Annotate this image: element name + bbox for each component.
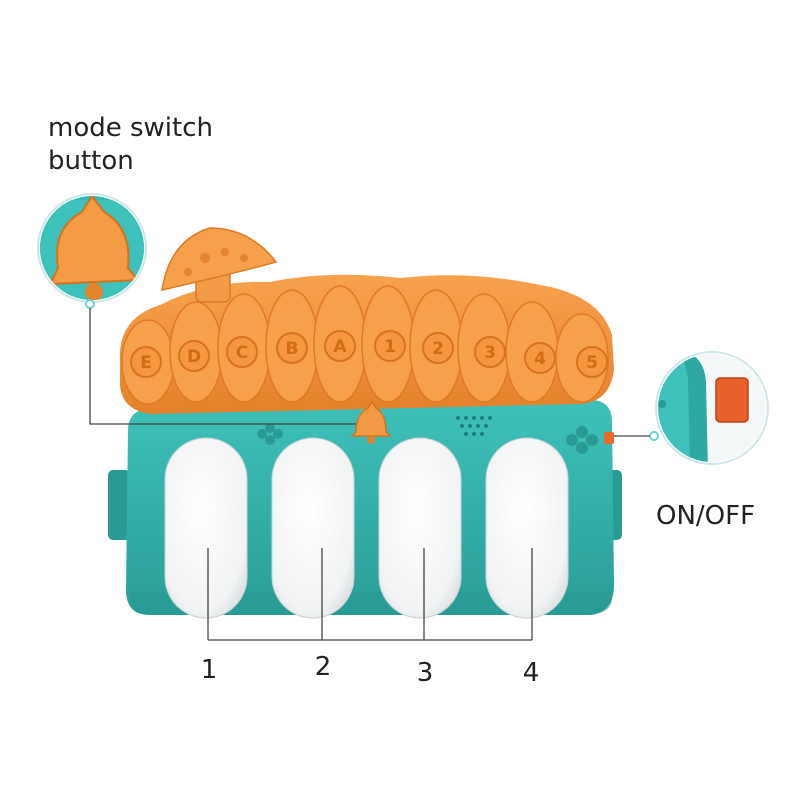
roof-letter: 3 [484, 343, 496, 363]
piano-key-1[interactable] [164, 437, 248, 619]
speaker-grill [456, 416, 492, 436]
on-off-callout [649, 351, 769, 465]
roof-letter: A [333, 337, 347, 357]
on-off-label: ON/OFF [656, 501, 756, 531]
roof-letter-button[interactable] [178, 340, 210, 372]
key-number-3: 3 [416, 658, 434, 688]
roof-letter-button[interactable] [374, 330, 406, 362]
roof-letter-buttons [130, 330, 608, 378]
power-switch-icon [715, 377, 749, 423]
key-number-2: 2 [314, 652, 332, 682]
roof-letter-button[interactable] [276, 332, 308, 364]
key-number-1: 1 [200, 655, 218, 685]
roof-letter: B [286, 339, 299, 359]
piano-key-4[interactable] [485, 437, 569, 619]
roof-letter: C [236, 343, 248, 363]
mode-switch-leader-line [89, 308, 356, 425]
roof-letter-button[interactable] [524, 342, 556, 374]
roof-letter-button[interactable] [324, 330, 356, 362]
roof-letter: 4 [534, 349, 546, 369]
on-off-switch[interactable] [604, 432, 614, 444]
roof-letter: 5 [586, 353, 598, 373]
roof-letter-button[interactable] [226, 336, 258, 368]
roof-letter-button[interactable] [130, 346, 162, 378]
flower-icon [257, 423, 283, 445]
roof-letter-button[interactable] [474, 336, 506, 368]
roof-letter-button[interactable] [422, 332, 454, 364]
left-handle [108, 470, 130, 540]
roof-letter: 2 [432, 339, 444, 359]
flower-icon [566, 426, 598, 454]
roof-letter-button[interactable] [576, 346, 608, 378]
roof-letter: D [187, 347, 201, 367]
roof-letter: 1 [384, 337, 396, 357]
mushroom-chimney [161, 227, 278, 303]
piano-key-2[interactable] [271, 437, 355, 619]
mode-switch-bell-icon[interactable] [350, 400, 392, 444]
bell-icon [48, 196, 141, 286]
key-number-4: 4 [522, 658, 540, 688]
mode-switch-label: mode switch button [48, 113, 214, 176]
roof-letter: E [140, 353, 152, 373]
mode-switch-callout [37, 193, 147, 309]
piano-key-3[interactable] [378, 437, 462, 619]
